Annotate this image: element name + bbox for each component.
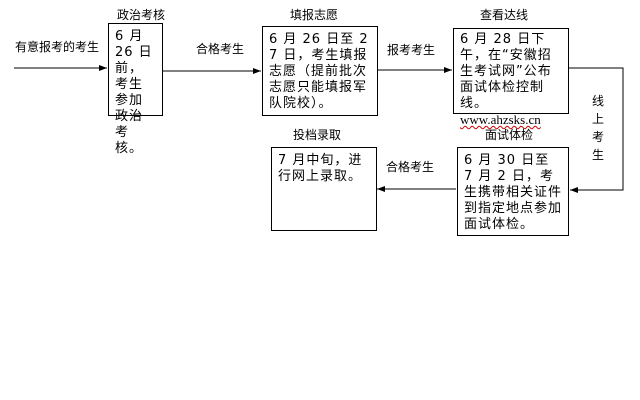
step3-box: 6 月 28 日下午，在“安徽招生考试网”公布面试体检控制线。www.ahzsk… (453, 28, 569, 127)
arrow2-label: 报考考生 (387, 43, 436, 57)
step4-text: 6 月 30 日至 7 月 2 日，考生携带相关证件到指定地点参加面试体检。 (464, 153, 563, 232)
arrow1-label: 合格考生 (196, 42, 245, 56)
arrow4-label: 合格考生 (386, 160, 435, 174)
step1-title: 政治考核 (117, 8, 166, 22)
step3-title: 查看达线 (480, 8, 529, 22)
step1-text: 6 月 26 日前，考生参加政治考核。 (115, 29, 153, 156)
step5-text: 7 月中旬，进行网上录取。 (278, 153, 363, 184)
step5-box: 7 月中旬，进行网上录取。 (271, 147, 377, 231)
step4-box: 6 月 30 日至 7 月 2 日，考生携带相关证件到指定地点参加面试体检。 (457, 147, 569, 236)
step2-text: 6 月 26 日至 27 日，考生填报志愿（提前批次志愿只能填报军队院校）。 (269, 32, 369, 111)
step1-box: 6 月 26 日前，考生参加政治考核。 (108, 23, 163, 156)
step2-title: 填报志愿 (290, 8, 339, 22)
step5-title: 投档录取 (293, 128, 342, 142)
start-label: 有意报考的考生 (15, 40, 100, 54)
arrow3-label: 线上考生 (591, 94, 604, 162)
step3-text: 6 月 28 日下午，在“安徽招生考试网”公布面试体检控制线。 (460, 32, 552, 111)
arrow-3-4 (568, 67, 624, 193)
step4-title: 面试体检 (485, 128, 534, 142)
step2-box: 6 月 26 日至 27 日，考生填报志愿（提前批次志愿只能填报军队院校）。 (262, 26, 378, 116)
step3-url: www.ahzsks.cn (460, 112, 541, 127)
